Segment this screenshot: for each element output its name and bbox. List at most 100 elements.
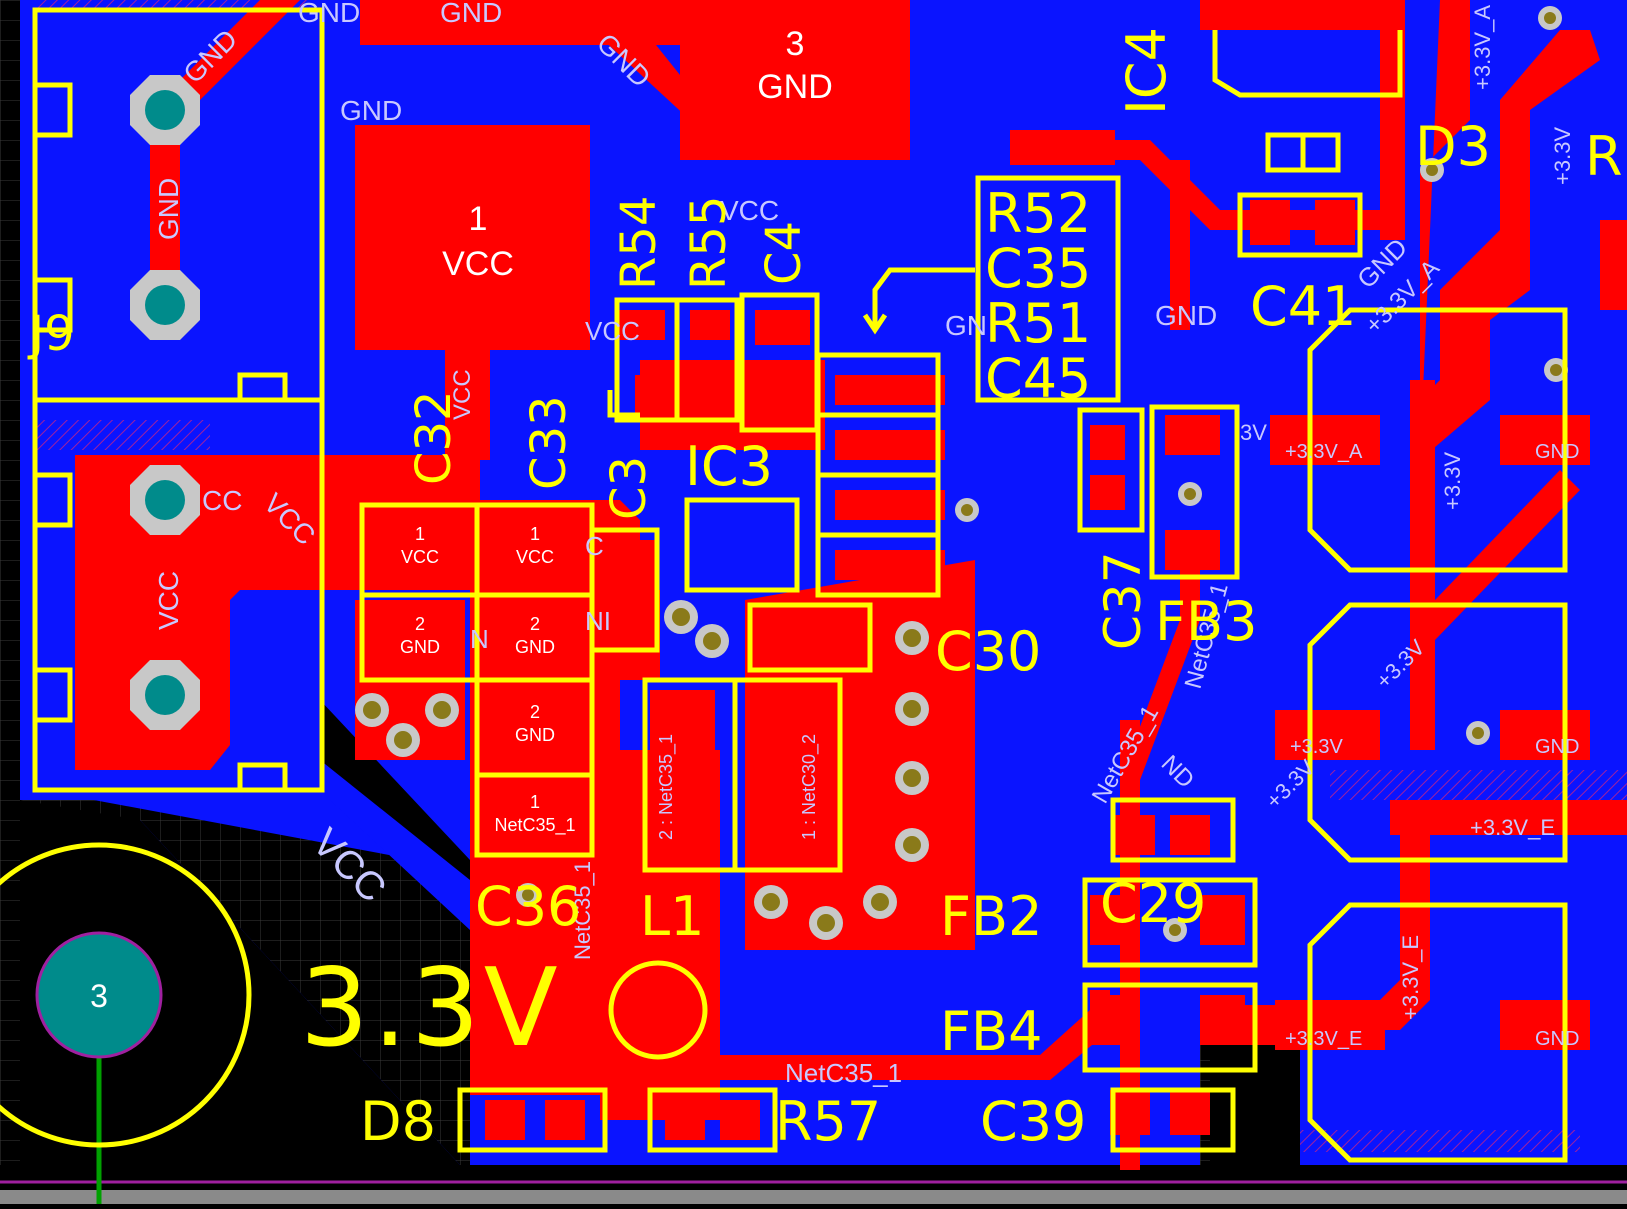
ic3-pads[interactable] [835, 375, 945, 405]
keepout-right-2 [1300, 1130, 1580, 1152]
c41-pad-r[interactable] [1315, 200, 1355, 245]
gnd-pad-r2[interactable] [1500, 710, 1590, 760]
mount-hole-pad[interactable] [35, 931, 163, 1059]
svg-text:+3.3V_A: +3.3V_A [1470, 5, 1495, 90]
keepout-left [35, 420, 210, 450]
designator-ic4: IC4 [1115, 27, 1178, 115]
keepout-right-1 [1330, 770, 1627, 800]
c39-pad-l[interactable] [1110, 1090, 1150, 1135]
ic4-pad[interactable] [1010, 130, 1115, 165]
designator-c32: C32 [406, 390, 462, 485]
svg-text:GND: GND [1535, 736, 1579, 758]
c29-pad-r[interactable] [1170, 815, 1210, 855]
ic3-pads-3[interactable] [835, 490, 945, 520]
designator-r55: R55 [681, 196, 737, 290]
designator-j9: J9 [27, 306, 75, 362]
svg-text:1: 1 [530, 792, 540, 812]
fb3-pad-2[interactable] [1165, 415, 1220, 455]
r57-pad-1[interactable] [665, 1100, 705, 1140]
netc30-block[interactable] [650, 690, 715, 855]
netc35-diag[interactable] [1120, 570, 1200, 780]
netc30-block-2[interactable] [760, 690, 835, 855]
svg-text:GND: GND [1535, 441, 1579, 463]
v33-diag[interactable] [1435, 470, 1580, 640]
svg-text:NetC35_1: NetC35_1 [570, 861, 595, 960]
vcc-stub[interactable] [445, 340, 490, 460]
gnd-diag-j9[interactable] [165, 0, 300, 115]
designator-c4: C4 [756, 221, 812, 285]
fb4-pad-r[interactable] [1200, 995, 1245, 1045]
svg-text:1: 1 [530, 524, 540, 544]
svg-text:VCC: VCC [585, 316, 640, 346]
fb3-pad[interactable] [1165, 530, 1220, 570]
svg-text:+3.3V: +3.3V [1550, 127, 1575, 185]
c29-pad-l[interactable] [1115, 815, 1155, 855]
svg-text:GND: GND [515, 725, 555, 745]
v33-vert-1[interactable] [1410, 380, 1435, 750]
designator-c29: C29 [1100, 872, 1206, 935]
designators[interactable]: J9 R54 R55 C4 C32 C33 C3 IC3 R52 C35 R51… [27, 27, 1623, 1153]
designator-ic3: IC3 [685, 435, 773, 498]
ic3-pads-2[interactable] [835, 430, 945, 460]
designator-d3: D3 [1415, 115, 1491, 178]
j9-thru-pads[interactable] [130, 75, 200, 730]
gnd-pad-r1[interactable] [1500, 415, 1590, 465]
svg-text:1 : NetC30_2: 1 : NetC30_2 [799, 734, 820, 840]
svg-text:VCC: VCC [449, 369, 476, 420]
gnd-pad-3[interactable] [680, 0, 910, 160]
v33-pad[interactable] [1275, 710, 1380, 760]
designator-c3: C3 [601, 456, 657, 520]
fb2-pad-r[interactable] [1200, 895, 1245, 945]
svg-text:VCC: VCC [516, 547, 554, 567]
svg-text:GND: GND [1535, 1028, 1579, 1050]
edge-r-pad[interactable] [1600, 220, 1627, 310]
svg-text:CC: CC [202, 485, 242, 516]
svg-text:+3.3V_E: +3.3V_E [1470, 815, 1555, 840]
svg-text:3: 3 [786, 25, 805, 63]
svg-text:+3.3V: +3.3V [1440, 452, 1465, 510]
fb2-pad-l[interactable] [1090, 895, 1135, 945]
c3-pad-b[interactable] [635, 375, 675, 415]
designator-c33: C33 [521, 395, 577, 490]
gnd-pad-r3[interactable] [1500, 1000, 1590, 1050]
svg-text:+3.3V_A: +3.3V_A [1285, 441, 1363, 463]
svg-text:GND: GND [515, 637, 555, 657]
keepout-top-left [35, 0, 310, 8]
gnd-diag-trace[interactable] [560, 0, 700, 120]
ic3-pads-4[interactable] [835, 550, 945, 580]
svg-text:+3.3V_E: +3.3V_E [1398, 935, 1423, 1020]
svg-text:3V: 3V [1240, 420, 1267, 445]
r57-pad-2[interactable] [720, 1100, 760, 1140]
small-pad-r55[interactable] [690, 310, 730, 340]
v33e-diag[interactable] [1380, 830, 1430, 1030]
v33e-pad[interactable] [1275, 1000, 1385, 1050]
vias[interactable] [355, 6, 1568, 942]
board-edge-gray [0, 1190, 1627, 1204]
v33a-pad[interactable] [1270, 415, 1380, 465]
c30-track[interactable] [1170, 160, 1190, 330]
svg-text:1: 1 [469, 200, 488, 238]
c39-pad-r[interactable] [1170, 1090, 1210, 1135]
small-pad-c3[interactable] [600, 540, 655, 640]
board-label-3v3: 3.3V [300, 946, 562, 1071]
svg-text:VCC: VCC [401, 547, 439, 567]
v33e-track[interactable] [1390, 800, 1627, 835]
v33a-track[interactable] [1420, 0, 1600, 460]
netc35-fb-track[interactable] [720, 990, 1110, 1080]
svg-text:2 : NetC35_1: 2 : NetC35_1 [656, 734, 677, 840]
svg-text:GND: GND [298, 0, 360, 28]
c30-pad[interactable] [820, 615, 855, 655]
d8-pad-2[interactable] [545, 1100, 585, 1140]
trace-top-right[interactable] [1200, 0, 1400, 30]
c41-pad-l[interactable] [1250, 200, 1290, 245]
fb4-pad-l[interactable] [1090, 995, 1135, 1045]
c37-pad-2[interactable] [1090, 475, 1125, 510]
c37-pad-1[interactable] [1090, 425, 1125, 460]
d8-pad-1[interactable] [485, 1100, 525, 1140]
small-pad-c4[interactable] [755, 310, 810, 345]
svg-text:+3.3V_E: +3.3V_E [1285, 1028, 1362, 1050]
vcc-pour-link[interactable] [300, 455, 640, 590]
vcc-pad-1[interactable] [355, 125, 590, 350]
small-pad-r54[interactable] [615, 310, 665, 340]
